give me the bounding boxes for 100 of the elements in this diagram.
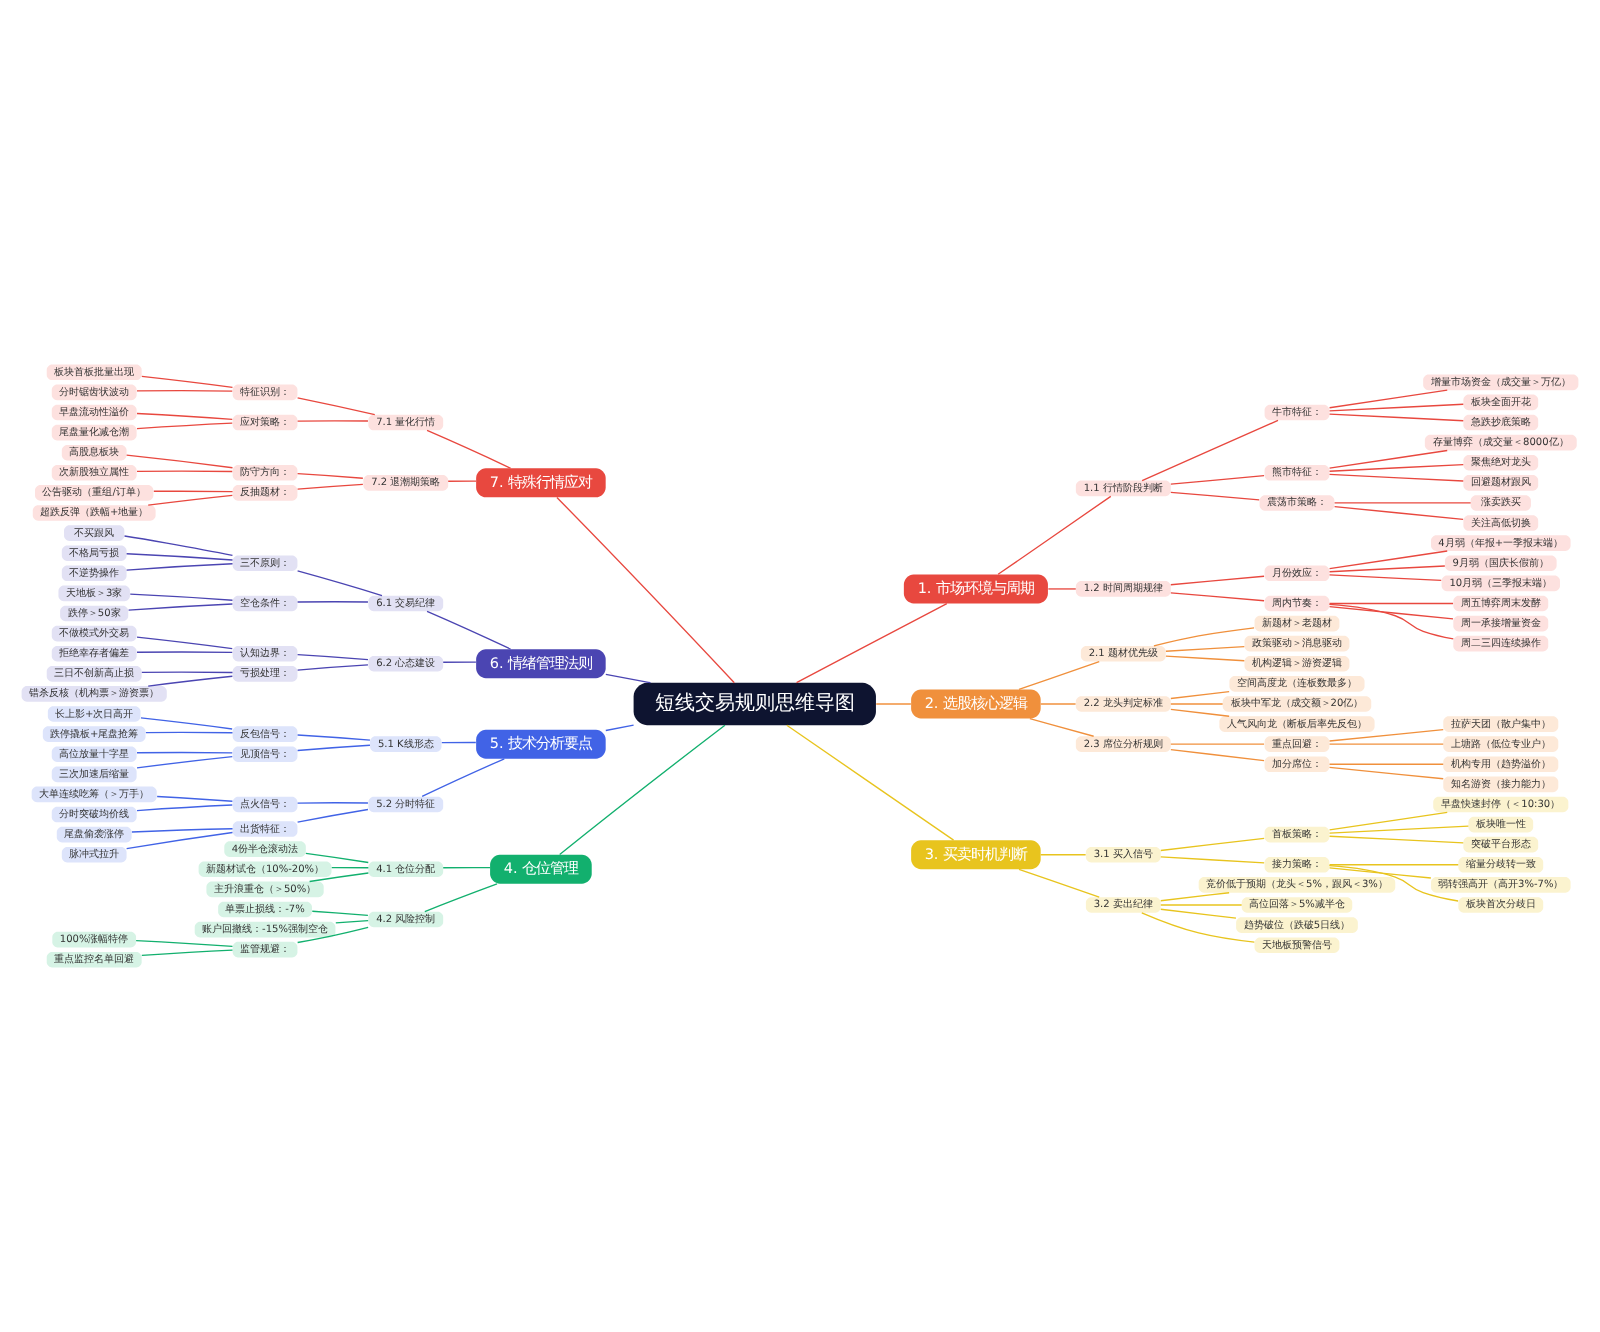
connector <box>296 744 371 752</box>
connector <box>296 601 369 603</box>
connector <box>156 795 234 802</box>
connector <box>1328 403 1464 412</box>
connector <box>127 603 234 611</box>
connector <box>125 563 234 571</box>
connector <box>442 661 477 663</box>
connector <box>1029 717 1095 737</box>
connector <box>136 636 233 650</box>
connector <box>1328 473 1464 482</box>
connector <box>1160 904 1243 906</box>
connector <box>605 724 635 732</box>
connector <box>136 756 233 769</box>
connector <box>1328 743 1444 745</box>
connector <box>442 866 491 869</box>
connector <box>136 390 233 392</box>
connector <box>1328 865 1459 902</box>
connector <box>136 470 233 473</box>
connector <box>296 420 369 422</box>
connector <box>147 494 233 506</box>
connector <box>1018 868 1100 898</box>
connector <box>125 454 234 469</box>
connector <box>1170 708 1230 717</box>
connector <box>1328 729 1444 742</box>
connector <box>296 926 369 944</box>
connector <box>296 664 369 671</box>
connector <box>136 751 233 754</box>
connector <box>1328 603 1454 640</box>
connector <box>305 852 369 864</box>
connector <box>1328 574 1442 582</box>
connector <box>1170 691 1230 700</box>
connector <box>1328 449 1448 469</box>
connector <box>136 412 233 420</box>
connector <box>308 872 370 883</box>
connector <box>1141 912 1255 943</box>
connector <box>331 866 369 869</box>
connector <box>125 831 234 850</box>
connector <box>123 535 234 557</box>
connector <box>1040 854 1087 856</box>
connector <box>1328 413 1464 422</box>
connector <box>1153 627 1255 647</box>
connector <box>1328 605 1454 620</box>
connector <box>1141 419 1279 482</box>
connector <box>424 883 498 913</box>
connector <box>135 939 234 948</box>
connector <box>447 480 477 482</box>
connector <box>1328 565 1446 573</box>
connector <box>1328 825 1470 834</box>
connector <box>1328 766 1444 780</box>
connector <box>795 602 948 684</box>
connector <box>136 804 233 812</box>
connector <box>605 673 652 684</box>
connector <box>559 724 726 856</box>
connector <box>136 422 233 430</box>
connector <box>131 828 234 833</box>
connector <box>1165 646 1245 652</box>
connector <box>136 651 233 654</box>
connector <box>1170 743 1265 745</box>
connector <box>875 703 912 705</box>
connector <box>296 472 364 479</box>
connector <box>1170 592 1265 602</box>
connector <box>1160 856 1265 864</box>
connector <box>1328 811 1448 831</box>
connector <box>296 570 383 597</box>
connector <box>1328 550 1448 570</box>
connector <box>1328 389 1448 409</box>
connector <box>153 490 234 493</box>
connector <box>296 734 371 741</box>
connector <box>1328 463 1464 472</box>
connector <box>140 717 233 730</box>
connector <box>1047 588 1077 590</box>
connector <box>441 741 477 744</box>
connector <box>145 731 234 734</box>
connector <box>1160 892 1230 902</box>
connector <box>1165 655 1245 662</box>
connector <box>296 397 376 416</box>
connector <box>556 496 735 684</box>
connector <box>335 920 369 924</box>
connector <box>426 610 512 650</box>
connector <box>147 675 233 687</box>
connector <box>1328 867 1432 879</box>
connector <box>421 758 505 798</box>
connector <box>1328 602 1454 605</box>
connector <box>1160 837 1265 852</box>
connector <box>296 808 369 823</box>
connector <box>311 910 369 916</box>
connector <box>1170 748 1265 762</box>
connector <box>1170 491 1260 501</box>
connector <box>129 593 234 601</box>
connector <box>296 653 369 661</box>
connector <box>296 483 364 490</box>
connector <box>1328 763 1444 765</box>
connector <box>141 375 234 388</box>
connector <box>141 671 234 674</box>
connector <box>1018 661 1100 691</box>
connector <box>141 949 234 957</box>
connector <box>997 495 1112 575</box>
node-box: 短线交易规则思维导图 <box>633 682 876 726</box>
connector <box>1328 864 1459 866</box>
connector <box>1170 475 1265 485</box>
